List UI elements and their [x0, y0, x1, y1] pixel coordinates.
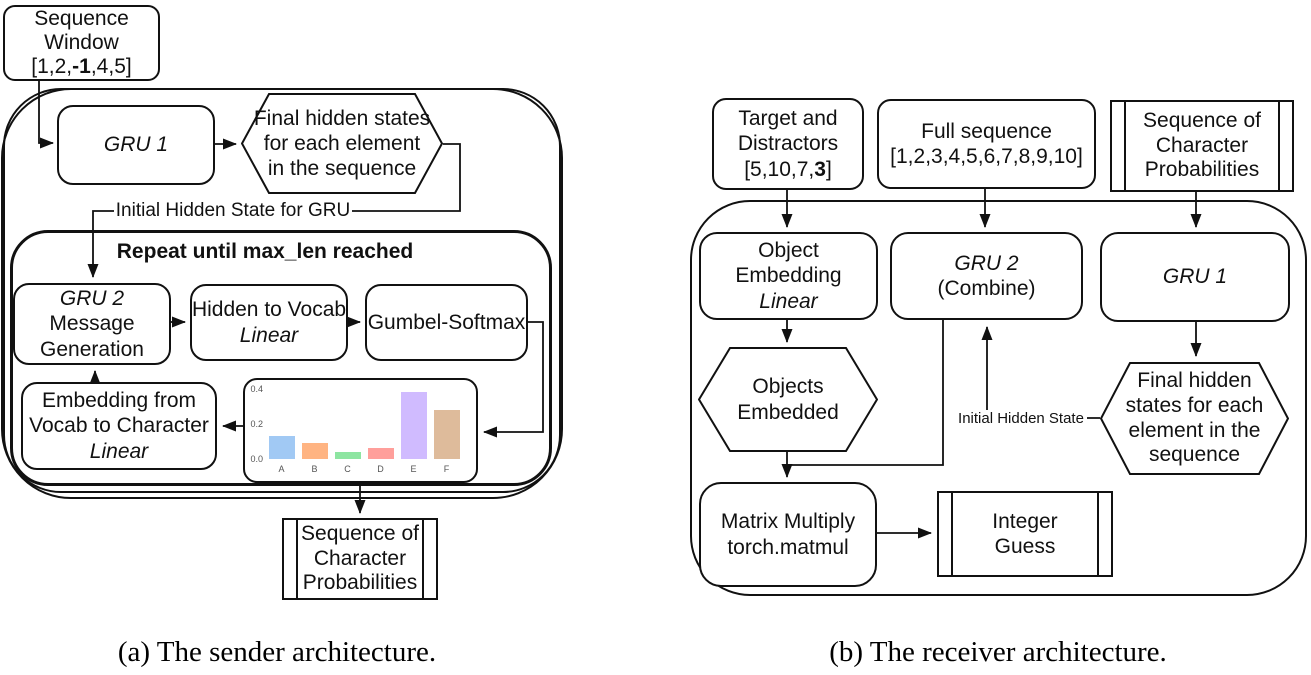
- caption-a: (a) The sender architecture.: [117, 636, 437, 668]
- full-sequence-node: Full sequence [1,2,3,4,5,6,7,8,9,10]: [877, 99, 1096, 189]
- integer-guess-node: Integer Guess: [937, 491, 1113, 577]
- x-tick-label: F: [443, 464, 450, 475]
- hexagon-shape: [1100, 362, 1289, 475]
- y-tick-label: 0.2: [250, 419, 263, 430]
- caption-b: (b) The receiver architecture.: [829, 636, 1167, 668]
- objects-embedded-hexagon: Objects Embedded: [698, 347, 878, 452]
- receiver-seqprob-line1: Sequence of: [1143, 108, 1261, 132]
- sequence-window-node: Sequence Window [1,2,-1,4,5]: [3, 5, 160, 81]
- gru2-message-line2: Message: [49, 312, 135, 336]
- receiver-seqprob-line2: Character: [1155, 133, 1249, 157]
- embedding-line1: Embedding from: [41, 389, 197, 413]
- integer-guess-line1: Integer: [992, 509, 1058, 533]
- x-tick-label: E: [410, 464, 417, 475]
- initial-hidden-state-label: Initial Hidden State: [955, 410, 1087, 427]
- sender-seqprob-line2: Character: [313, 546, 407, 570]
- bar-D: [367, 448, 394, 459]
- receiver-final-hidden-hexagon: Final hidden states for each element in …: [1100, 362, 1289, 475]
- y-tick-label: 0.4: [250, 384, 263, 395]
- sender-seq-char-prob-node: Sequence of Character Probabilities: [282, 518, 438, 600]
- object-embedding-line3: Linear: [759, 289, 818, 313]
- full-sequence-line1: Full sequence: [921, 119, 1052, 143]
- initial-hidden-state-gru-label: Initial Hidden State for GRU: [114, 200, 352, 222]
- y-tick-label: 0.0: [250, 454, 263, 465]
- hidden-to-vocab-node: Hidden to Vocab Linear: [190, 284, 348, 361]
- hidden-to-vocab-line1: Hidden to Vocab: [191, 298, 347, 322]
- matrix-multiply-node: Matrix Multiply torch.matmul: [699, 482, 877, 587]
- x-tick-label: D: [377, 464, 384, 475]
- sender-gru1-node: GRU 1: [57, 105, 215, 185]
- receiver-seq-char-prob-node: Sequence of Character Probabilities: [1110, 100, 1294, 192]
- target-line1: Target and: [738, 107, 838, 131]
- embedding-line3: Linear: [89, 439, 149, 463]
- bar-C: [334, 452, 361, 459]
- sender-gru1-label: GRU 1: [103, 133, 169, 157]
- matmul-line2: torch.matmul: [727, 535, 849, 559]
- bar-A: [268, 436, 295, 459]
- target-list: [5,10,7,3]: [744, 157, 832, 181]
- gru2-message-line3: Generation: [40, 337, 144, 361]
- gru2-combine-line1: GRU 2: [954, 251, 1019, 275]
- bar-B: [301, 443, 328, 459]
- object-embedding-line1: Object: [758, 239, 819, 263]
- sequence-window-line1: Sequence: [34, 6, 129, 30]
- objects-embedded-label: Objects Embedded: [737, 375, 839, 424]
- target-distractors-node: Target and Distractors [5,10,7,3]: [712, 98, 864, 190]
- full-sequence-line2: [1,2,3,4,5,6,7,8,9,10]: [890, 145, 1083, 168]
- x-tick-label: B: [311, 464, 318, 475]
- sender-seqprob-line1: Sequence of: [301, 521, 419, 545]
- sender-seqprob-line3: Probabilities: [302, 571, 418, 595]
- matmul-line1: Matrix Multiply: [720, 510, 856, 534]
- sequence-window-line2: Window: [44, 30, 119, 54]
- gru2-message-generation-node: GRU 2 Message Generation: [13, 283, 171, 365]
- repeat-loop-container: [10, 230, 552, 486]
- x-tick-label: C: [344, 464, 351, 475]
- x-tick-label: A: [278, 464, 285, 475]
- bar-E: [400, 392, 427, 459]
- embedding-line2: Vocab to Character: [29, 414, 209, 438]
- receiver-gru1-node: GRU 1: [1100, 232, 1290, 322]
- gumbel-softmax-label: Gumbel-Softmax: [367, 310, 526, 334]
- hidden-to-vocab-line2: Linear: [239, 323, 299, 347]
- gumbel-softmax-node: Gumbel-Softmax: [365, 284, 528, 361]
- bar-F: [433, 410, 460, 459]
- receiver-seqprob-line3: Probabilities: [1144, 158, 1260, 182]
- hexagon-shape: [698, 347, 878, 452]
- object-embedding-node: Object Embedding Linear: [699, 232, 878, 320]
- sequence-window-list: [1,2,-1,4,5]: [31, 55, 132, 79]
- repeat-loop-title: Repeat until max_len reached: [116, 240, 414, 263]
- embedding-vocab-node: Embedding from Vocab to Character Linear: [21, 382, 217, 470]
- receiver-gru1-label: GRU 1: [1162, 265, 1228, 289]
- receiver-final-hidden-label: Final hidden states for each element in …: [1125, 368, 1264, 467]
- sender-outer-container: [3, 88, 561, 493]
- gru2-message-line1: GRU 2: [59, 287, 125, 311]
- gru2-combine-line2: (Combine): [937, 277, 1036, 300]
- target-line2: Distractors: [737, 132, 839, 156]
- integer-guess-line2: Guess: [994, 535, 1056, 558]
- hexagon-shape: [241, 93, 443, 194]
- gru2-combine-node: GRU 2 (Combine): [890, 232, 1083, 320]
- receiver-outer-container: [690, 200, 1307, 596]
- sender-final-hidden-label: Final hidden states for each element in …: [253, 106, 431, 181]
- object-embedding-line2: Embedding: [735, 264, 842, 288]
- sender-final-hidden-hexagon: Final hidden states for each element in …: [241, 93, 443, 194]
- wire-initial-label-to-gru2: [87, 210, 115, 278]
- wire-hex-to-initial-label: [352, 143, 461, 212]
- wire-gru2combine-to-matmul: [787, 320, 944, 466]
